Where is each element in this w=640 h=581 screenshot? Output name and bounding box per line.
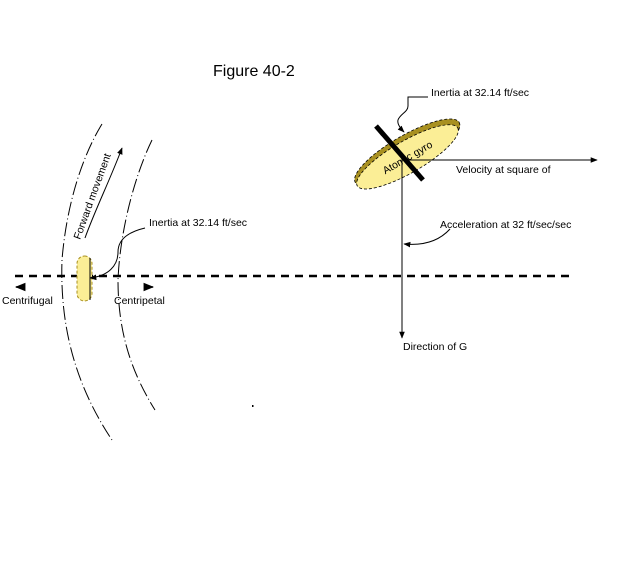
outer-orbit-arc [61,123,113,441]
centripetal-label: Centripetal [114,295,165,307]
inner-orbit-arc [117,139,156,411]
forward-movement-label: Forward movement [72,152,114,241]
right-inertia-label: Inertia at 32.14 ft/sec [431,87,529,99]
left-inertia-label: Inertia at 32.14 ft/sec [149,217,247,229]
acceleration-label: Acceleration at 32 ft/sec/sec [440,219,571,231]
left-inertia-pointer [89,227,146,281]
acceleration-pointer [403,228,451,248]
figure-title: Figure 40-2 [213,63,295,80]
forward-movement-arrow [84,147,123,239]
right-inertia-pointer [397,96,428,133]
gyro-axle [374,124,425,182]
stray-dot [252,405,254,407]
velocity-label: Velocity at square of [456,164,551,176]
gravity-direction-label: Direction of G [403,341,467,353]
centrifugal-label: Centrifugal [2,295,53,307]
atomic-gyro: Atomic gyro [354,118,461,190]
